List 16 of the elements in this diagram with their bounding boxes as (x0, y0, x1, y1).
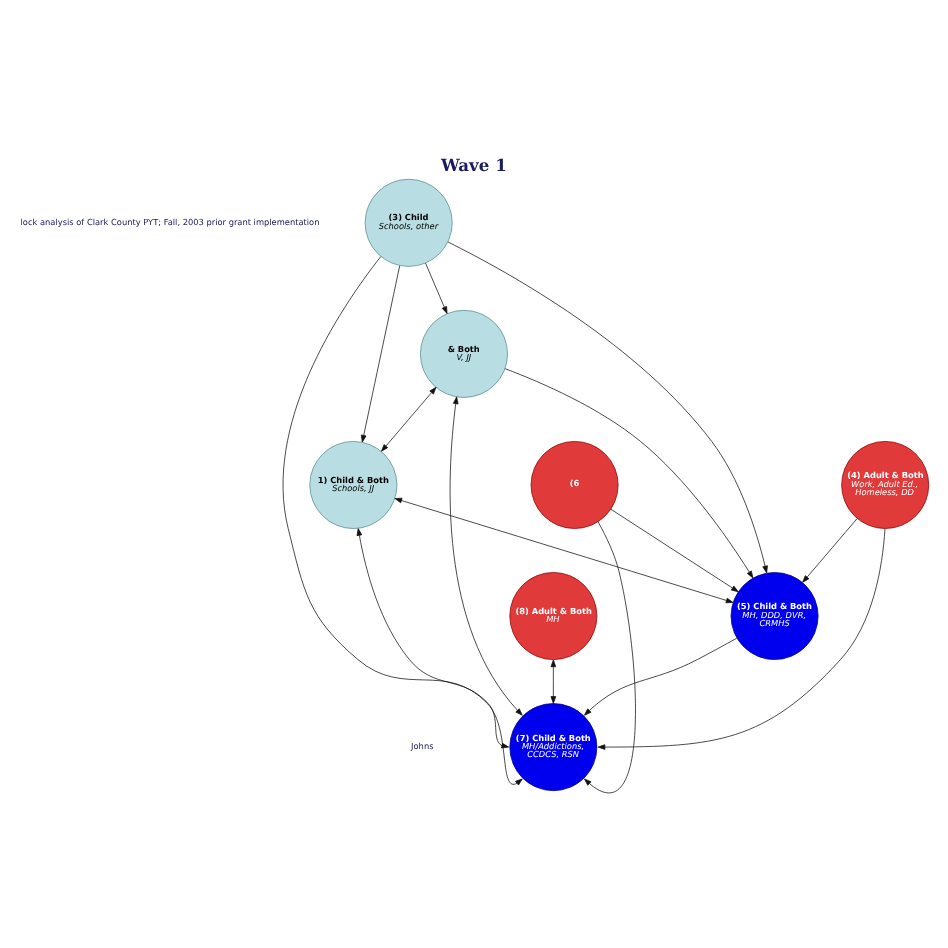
arrow (504, 368, 754, 579)
arrow (361, 265, 401, 443)
arrow (381, 386, 437, 452)
arrow (449, 396, 523, 716)
arrow (425, 262, 448, 314)
arrow (394, 497, 734, 604)
arrow (550, 659, 557, 704)
arrow (584, 521, 636, 793)
arrow (610, 508, 739, 593)
arrow (447, 241, 768, 574)
arrow (282, 256, 523, 786)
diagram-title: Wave 1 (441, 154, 507, 175)
arrow (597, 528, 886, 750)
arrow (802, 518, 858, 583)
arrow (584, 637, 738, 716)
arrow (356, 528, 510, 749)
